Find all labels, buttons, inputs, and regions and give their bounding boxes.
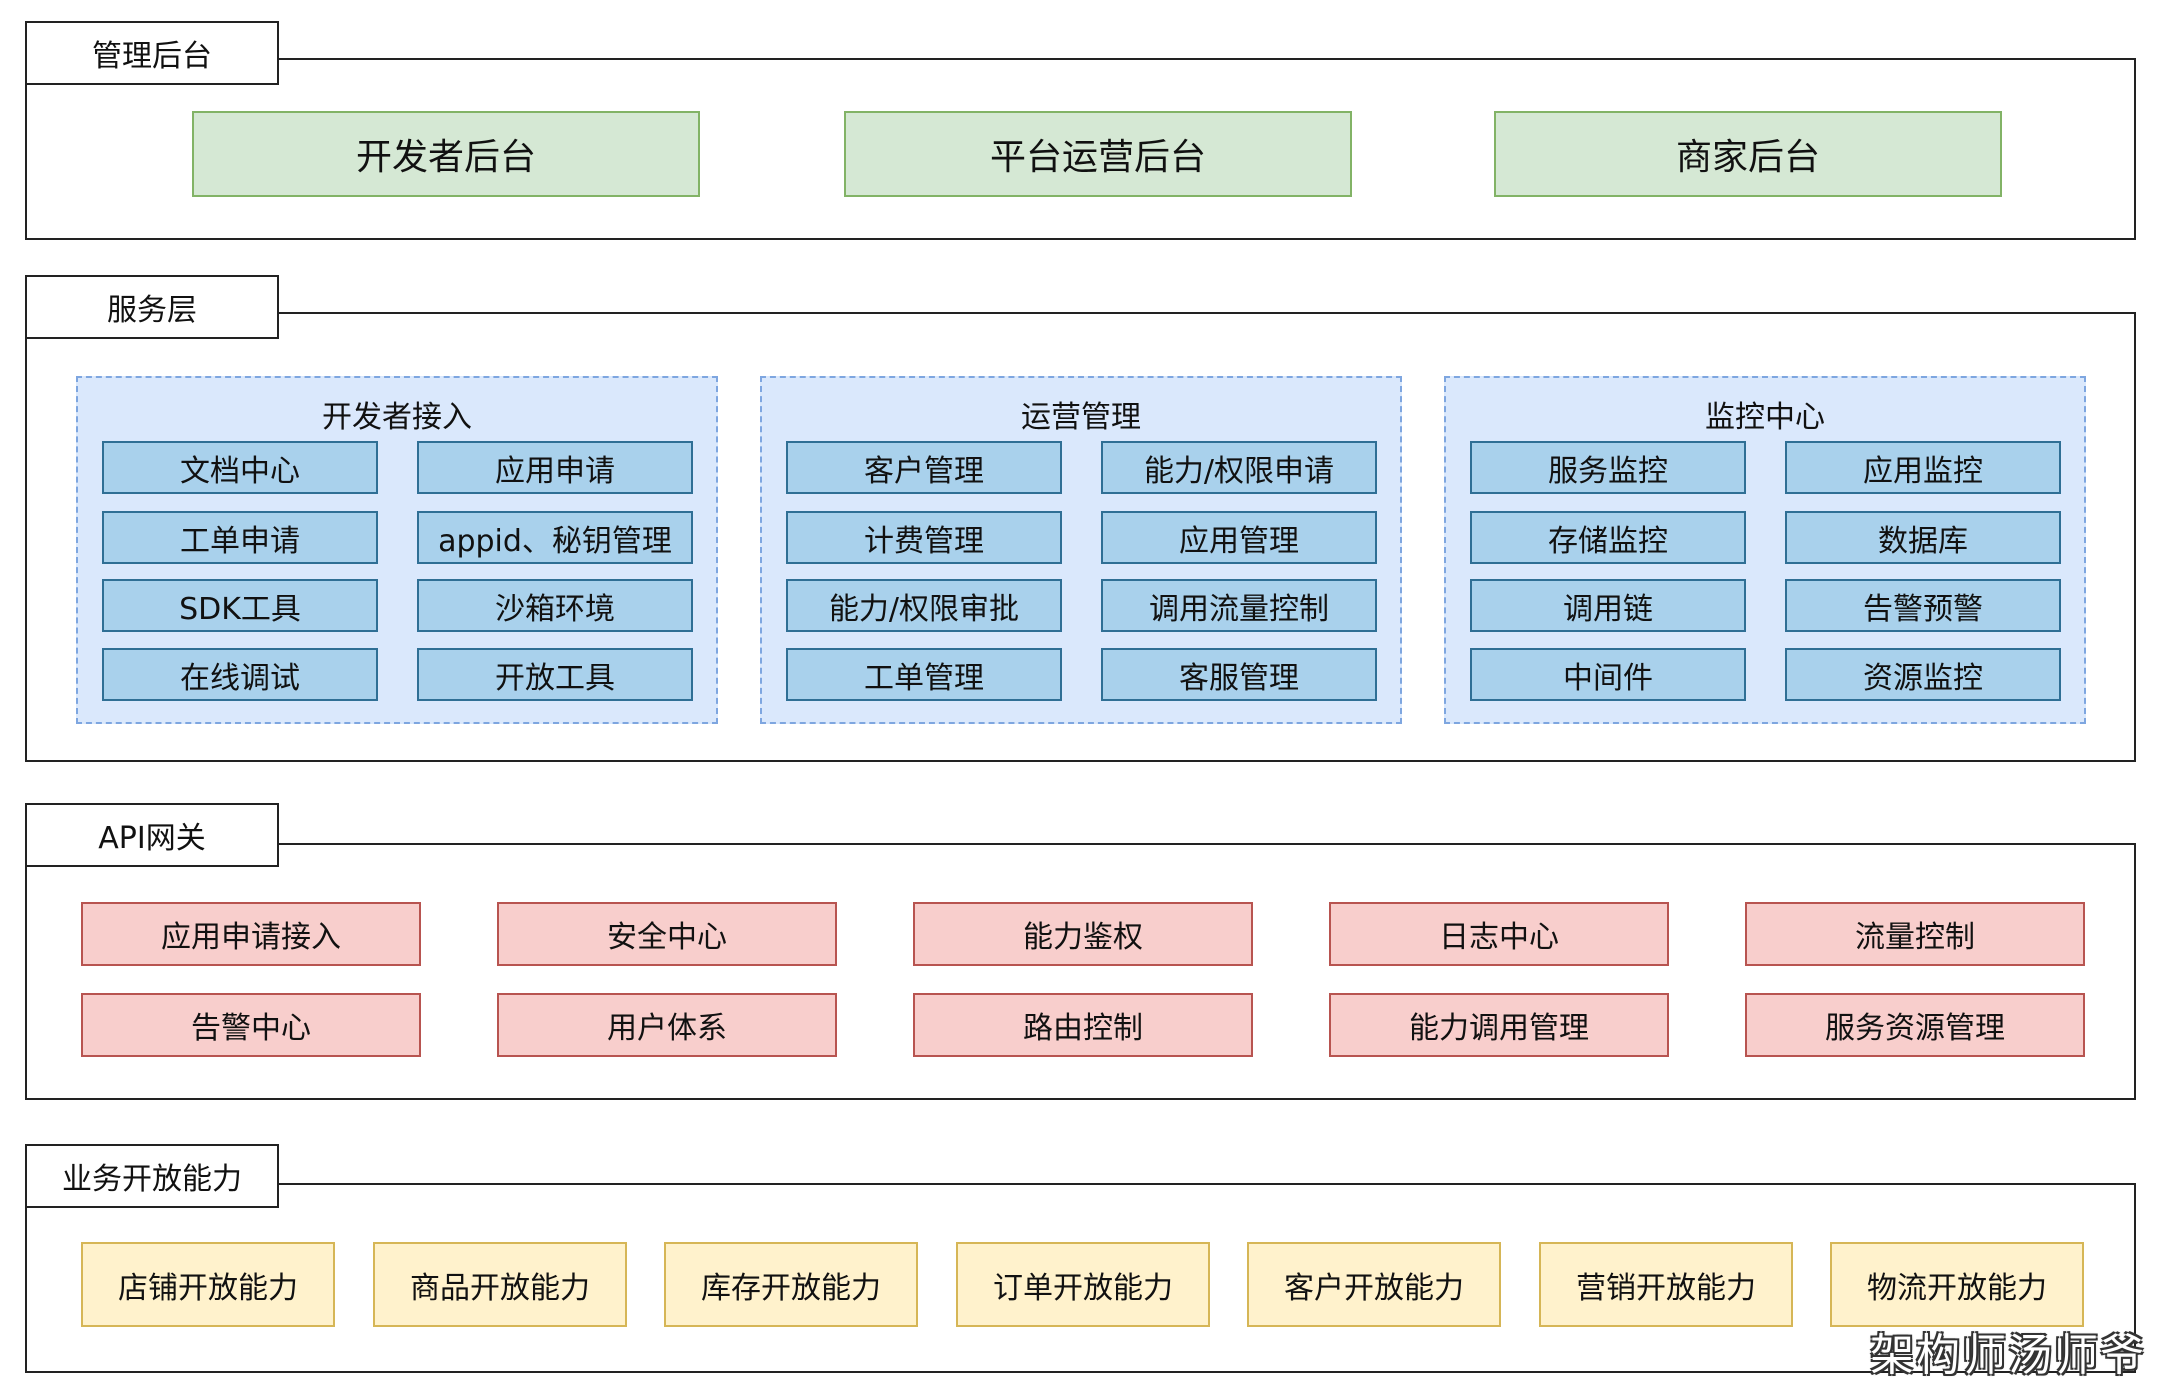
business-item: 商品开放能力 xyxy=(373,1242,627,1327)
gateway-item: 日志中心 xyxy=(1329,902,1669,966)
service-item: 在线调试 xyxy=(102,648,378,701)
group-title: 运营管理 xyxy=(1021,400,1141,435)
service-item: 调用流量控制 xyxy=(1101,579,1377,632)
business-item: 客户开放能力 xyxy=(1247,1242,1501,1327)
service-item: 应用监控 xyxy=(1785,441,2061,494)
gateway-layer-label: API网关 xyxy=(25,803,279,867)
service-item: 客户管理 xyxy=(786,441,1062,494)
service-item: 服务监控 xyxy=(1470,441,1746,494)
group-title: 监控中心 xyxy=(1705,400,1825,435)
service-item: appid、秘钥管理 xyxy=(417,511,693,564)
service-item: 调用链 xyxy=(1470,579,1746,632)
service-item: 应用申请 xyxy=(417,441,693,494)
business-item: 店铺开放能力 xyxy=(81,1242,335,1327)
service-item: 工单管理 xyxy=(786,648,1062,701)
gateway-item: 流量控制 xyxy=(1745,902,2085,966)
service-item: SDK工具 xyxy=(102,579,378,632)
service-item: 应用管理 xyxy=(1101,511,1377,564)
gateway-item: 安全中心 xyxy=(497,902,837,966)
service-item: 存储监控 xyxy=(1470,511,1746,564)
group-title: 开发者接入 xyxy=(322,400,472,435)
service-item: 沙箱环境 xyxy=(417,579,693,632)
service-item: 中间件 xyxy=(1470,648,1746,701)
service-item: 数据库 xyxy=(1785,511,2061,564)
service-item: 资源监控 xyxy=(1785,648,2061,701)
gateway-item: 告警中心 xyxy=(81,993,421,1057)
management-item-developer: 开发者后台 xyxy=(192,111,700,197)
gateway-item: 能力鉴权 xyxy=(913,902,1253,966)
service-item: 能力/权限申请 xyxy=(1101,441,1377,494)
gateway-item: 应用申请接入 xyxy=(81,902,421,966)
service-item: 开放工具 xyxy=(417,648,693,701)
management-item-merchant: 商家后台 xyxy=(1494,111,2002,197)
service-layer-label: 服务层 xyxy=(25,275,279,339)
business-layer-label: 业务开放能力 xyxy=(25,1144,279,1208)
gateway-item: 服务资源管理 xyxy=(1745,993,2085,1057)
service-item: 客服管理 xyxy=(1101,648,1377,701)
management-layer-label: 管理后台 xyxy=(25,21,279,85)
gateway-item: 路由控制 xyxy=(913,993,1253,1057)
business-item: 物流开放能力 xyxy=(1830,1242,2084,1327)
management-item-operations: 平台运营后台 xyxy=(844,111,1352,197)
watermark-text: 架构师汤师爷 xyxy=(1870,1330,2146,1381)
business-item: 库存开放能力 xyxy=(664,1242,918,1327)
business-item: 订单开放能力 xyxy=(956,1242,1210,1327)
service-item: 告警预警 xyxy=(1785,579,2061,632)
gateway-item: 用户体系 xyxy=(497,993,837,1057)
gateway-item: 能力调用管理 xyxy=(1329,993,1669,1057)
service-item: 文档中心 xyxy=(102,441,378,494)
service-item: 计费管理 xyxy=(786,511,1062,564)
gateway-layer xyxy=(25,843,2136,1100)
service-item: 能力/权限审批 xyxy=(786,579,1062,632)
business-item: 营销开放能力 xyxy=(1539,1242,1793,1327)
service-item: 工单申请 xyxy=(102,511,378,564)
